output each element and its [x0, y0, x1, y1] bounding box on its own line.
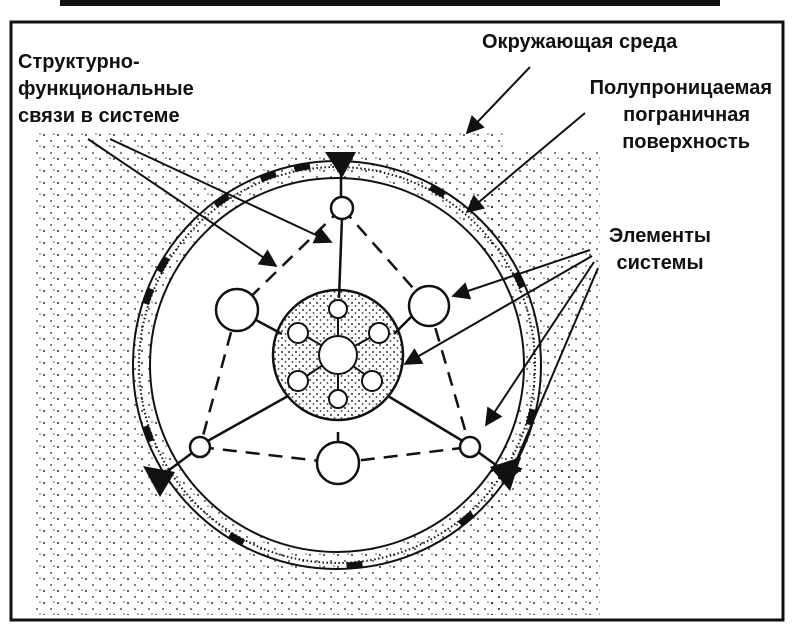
- annotation-arrows: [87, 66, 599, 482]
- links-label-line1: Структурно-: [18, 51, 140, 73]
- boundary-pore: [142, 425, 155, 443]
- dashed-links: [198, 207, 472, 465]
- boundary-pore: [457, 511, 475, 527]
- central-core-element: [318, 335, 358, 375]
- peripheral-elements: [188, 195, 482, 486]
- sub-element: [287, 322, 309, 344]
- environment-arrow: [465, 66, 531, 135]
- element-right-large: [407, 284, 451, 328]
- boundary-pore: [346, 561, 363, 570]
- elements-label-line1: Элементы: [609, 225, 711, 247]
- links-label-line3: связи в системе: [18, 105, 180, 127]
- links-label-line2: функциональные: [18, 78, 194, 100]
- boundary-pores: [142, 162, 537, 570]
- element-bottom-large: [315, 440, 361, 486]
- boundary-pore: [227, 532, 246, 547]
- triangle-stems: [160, 160, 501, 478]
- environment-label: Окружающая среда: [482, 31, 678, 53]
- elements-label-line2: системы: [616, 252, 703, 274]
- boundary-pore: [525, 408, 537, 426]
- surface-label-line3: поверхность: [622, 131, 750, 153]
- surface-label-line2: пограничная: [623, 104, 750, 126]
- surface-arrow: [465, 112, 586, 214]
- element-bottom-left-small: [188, 435, 212, 459]
- element-top-small: [329, 195, 355, 221]
- solid-links: [203, 216, 467, 445]
- boundary-pore: [293, 162, 311, 172]
- triangle-bottom-left: [143, 466, 175, 497]
- sub-element: [361, 370, 383, 392]
- elements-arrow-2: [403, 255, 593, 365]
- boundary-pore: [142, 287, 155, 305]
- boundary-pore: [213, 192, 231, 208]
- element-bottom-right-small: [458, 435, 482, 459]
- links-arrow-2: [109, 138, 333, 244]
- cropped-title-strip: [60, 0, 720, 6]
- links-arrow-1: [87, 138, 278, 268]
- element-left-large: [214, 287, 260, 333]
- elements-arrow-1: [451, 249, 591, 300]
- sub-element: [328, 389, 348, 409]
- surface-label-line1: Полупроницаемая: [590, 77, 772, 99]
- elements-arrow-4: [506, 267, 599, 482]
- boundary-pore: [428, 183, 447, 198]
- boundary-pore: [155, 255, 170, 274]
- sub-element: [287, 370, 309, 392]
- sub-element: [328, 299, 348, 319]
- elements-arrow-3: [485, 261, 595, 427]
- sub-element: [368, 322, 390, 344]
- boundary-pore: [259, 170, 277, 183]
- central-sub-elements: [287, 299, 390, 409]
